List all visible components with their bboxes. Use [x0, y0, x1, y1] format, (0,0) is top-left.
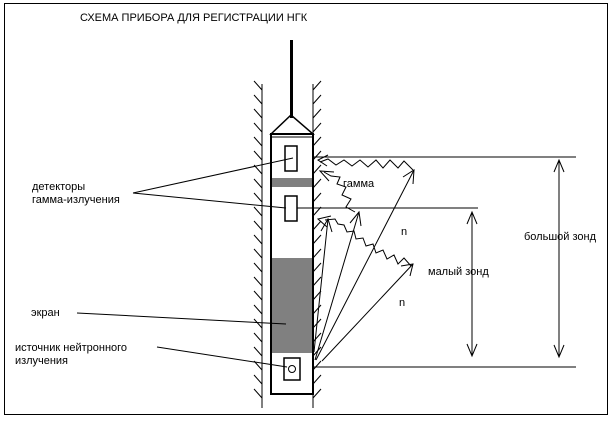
label-screen: экран: [31, 307, 60, 319]
label-small-probe: малый зонд: [428, 266, 489, 278]
label-neutron-upper: n: [401, 226, 407, 238]
label-source-line1: источник нейтронного: [15, 342, 127, 354]
gamma-detector-lower: [284, 195, 298, 222]
label-pointer-lines: [76, 157, 294, 368]
probe-reference-lines: [297, 156, 576, 368]
label-detectors-line1: детекторы: [32, 181, 85, 193]
shield-band: [272, 178, 312, 187]
instrument-body: [269, 113, 316, 395]
logging-cable: [290, 40, 293, 118]
label-neutron-lower: n: [399, 297, 405, 309]
large-probe-dimension-arrow: [553, 158, 565, 359]
label-detectors-line2: гамма-излучения: [32, 194, 120, 206]
label-gamma: гамма: [343, 178, 375, 190]
gamma-rays: [316, 154, 414, 267]
diagram-frame: [4, 3, 608, 415]
label-large-probe: большой зонд: [524, 231, 597, 243]
neutron-rays: [313, 169, 415, 362]
label-source-line2: излучения: [15, 355, 68, 367]
borehole-wall-left: [253, 80, 263, 408]
diagram-title: СХЕМА ПРИБОРА ДЛЯ РЕГИСТРАЦИИ НГК: [80, 12, 308, 24]
neutron-source-icon: [288, 365, 296, 373]
small-probe-dimension-arrow: [466, 210, 478, 358]
screen-block: [272, 258, 312, 353]
